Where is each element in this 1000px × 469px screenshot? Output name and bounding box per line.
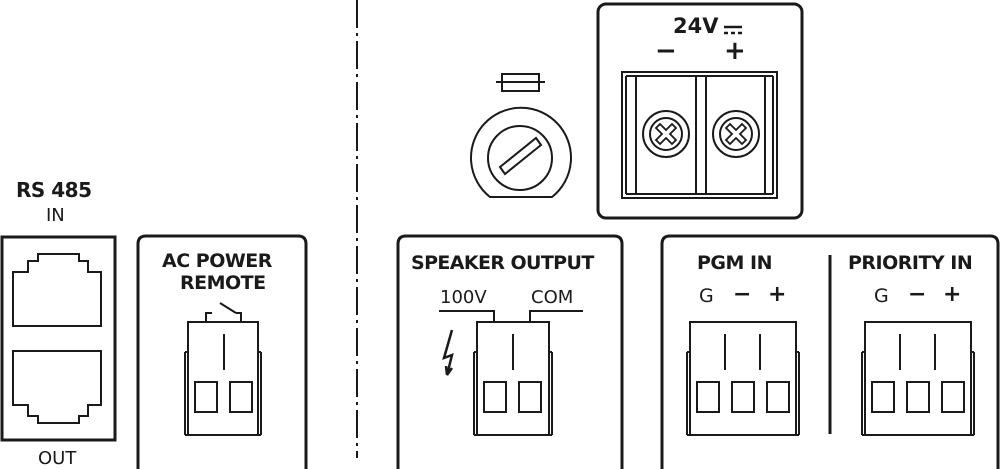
power-24v-plus-label: +	[724, 36, 746, 66]
rs485-in-label: IN	[46, 205, 65, 226]
speaker-terminal	[473, 321, 553, 436]
rs485-out-label: OUT	[38, 448, 77, 469]
priority-in-pin-plus: +	[943, 282, 962, 307]
ac-power-remote-panel	[136, 234, 308, 469]
inputs-panel	[660, 234, 1000, 469]
power-24v-panel	[596, 2, 804, 220]
speaker-output-title: SPEAKER OUTPUT	[411, 252, 594, 274]
ac-remote-terminal	[184, 321, 262, 436]
ac-power-remote-title-1: AC POWER	[162, 250, 272, 272]
pgm-in-pin-minus: −	[733, 282, 752, 307]
pgm-in-pin-plus: +	[768, 282, 787, 307]
pgm-in-terminal	[686, 321, 800, 436]
pgm-in-title: PGM IN	[697, 252, 773, 274]
power-24v-minus-label: −	[655, 36, 677, 66]
speaker-100v-label: 100V	[440, 287, 487, 308]
screw-minus-icon	[642, 110, 690, 158]
rs485-panel	[0, 235, 117, 442]
rs485-out-jack	[12, 350, 102, 424]
rs485-title: RS 485	[16, 178, 92, 202]
fuse-icon	[470, 73, 572, 198]
ac-power-remote-title-2: REMOTE	[180, 272, 266, 294]
pgm-in-pin-g: G	[699, 285, 714, 307]
screw-plus-icon	[712, 110, 760, 158]
priority-in-pin-g: G	[874, 285, 889, 307]
speaker-com-line	[529, 310, 583, 322]
priority-in-title: PRIORITY IN	[848, 252, 973, 274]
speaker-100v-line	[439, 310, 495, 322]
dc-symbol-icon	[724, 25, 742, 35]
lightning-bolt-icon	[442, 329, 454, 376]
power-24v-terminal	[621, 71, 778, 199]
speaker-com-label: COM	[531, 287, 574, 308]
priority-in-pin-minus: −	[908, 282, 927, 307]
rs485-in-jack	[12, 253, 102, 327]
power-24v-title: 24V	[673, 14, 719, 38]
speaker-output-panel	[396, 234, 624, 469]
priority-in-terminal	[861, 321, 975, 436]
switch-icon	[205, 302, 242, 322]
